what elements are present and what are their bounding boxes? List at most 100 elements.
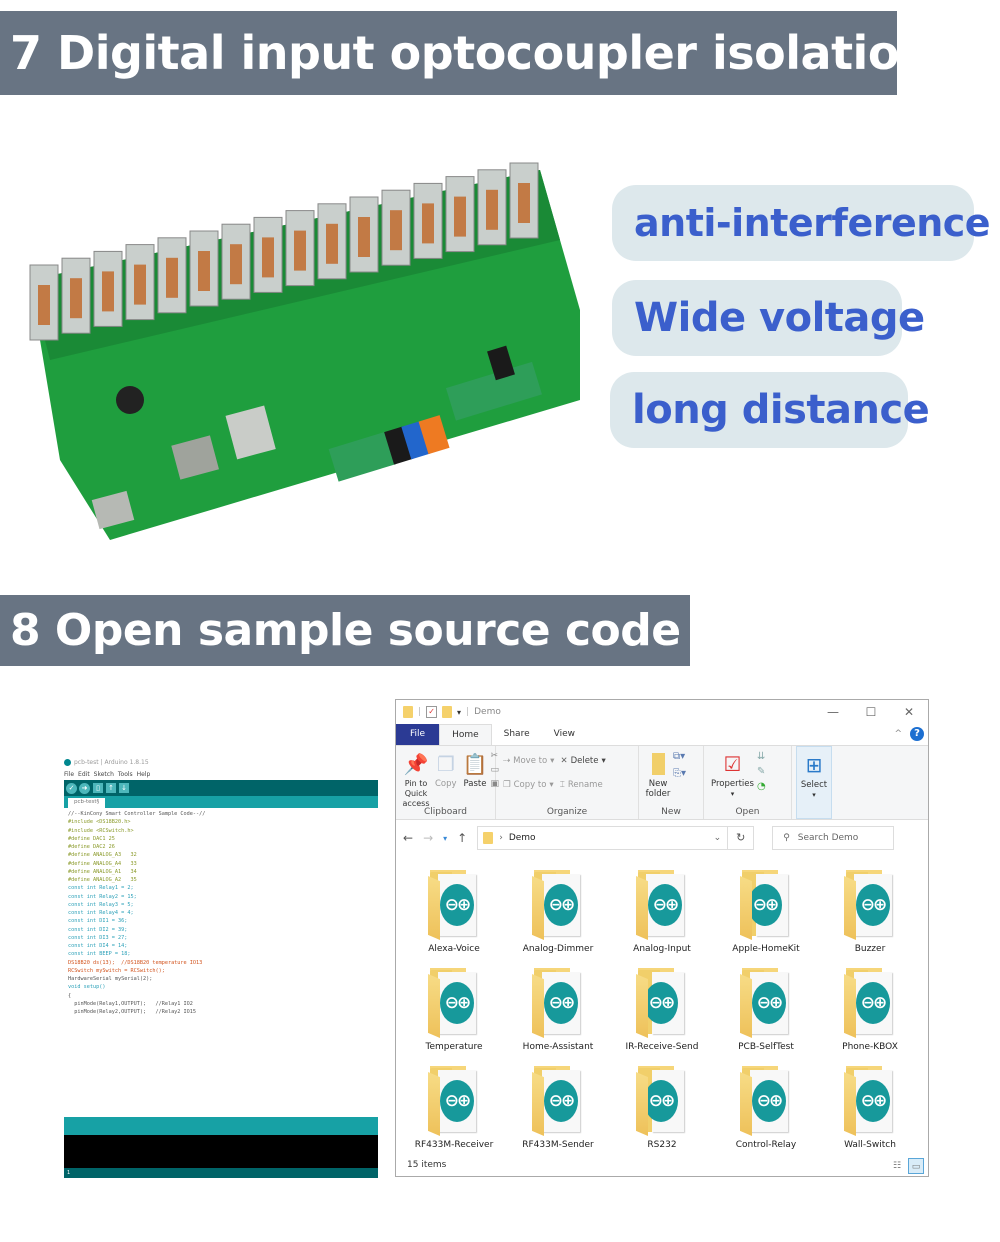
move-to-button[interactable]: ⇢Move to▾ <box>503 756 555 766</box>
arduino-folder-icon: ⊖⊕ <box>530 870 586 942</box>
ribbon: 📌 Pin to Quick access ❐ Copy 📋 Paste ✂ ▭… <box>396 745 928 820</box>
folder-item[interactable]: ⊖⊕Home-Assistant <box>506 964 610 1062</box>
properties-quick-icon[interactable]: ✓ <box>426 706 438 718</box>
forward-arrow-icon[interactable]: → <box>423 831 434 845</box>
history-icon[interactable]: ◔ <box>756 781 766 792</box>
new-folder-icon <box>651 749 665 779</box>
ide-menu-file[interactable]: File <box>64 770 75 778</box>
paste-shortcut-icon[interactable]: ▣ <box>490 779 499 789</box>
cut-icon[interactable]: ✂ <box>490 751 499 761</box>
properties-button[interactable]: ☑ Properties ▾ <box>708 749 757 819</box>
pin-to-quick-access-button[interactable]: 📌 Pin to Quick access <box>400 749 432 819</box>
code-line: #include <DS18B20.h> <box>68 819 131 826</box>
tab-view[interactable]: View <box>553 729 575 739</box>
open-icon[interactable]: ↑ <box>106 783 116 793</box>
delete-button[interactable]: ✕Delete▾ <box>560 756 606 766</box>
address-bar[interactable]: › Demo ⌄ ↻ <box>477 826 755 850</box>
arduino-folder-icon: ⊖⊕ <box>426 968 482 1040</box>
copy-to-icon: ❐ <box>503 780 511 790</box>
search-input[interactable]: ⚲ Search Demo <box>772 826 895 850</box>
copy-path-icon[interactable]: ▭ <box>490 765 499 775</box>
back-arrow-icon[interactable]: ← <box>403 831 414 845</box>
address-dropdown-icon[interactable]: ⌄ <box>713 833 722 843</box>
code-line: const int Relay3 = 5; <box>68 901 134 908</box>
maximize-button[interactable]: ☐ <box>865 705 877 719</box>
code-editor[interactable]: //--KinCony Smart Controller Sample Code… <box>64 808 378 1117</box>
paste-button[interactable]: 📋 Paste <box>460 749 491 819</box>
new-icon[interactable]: ▯ <box>93 783 103 793</box>
new-folder-button[interactable]: New folder <box>643 749 673 819</box>
folder-item[interactable]: ⊖⊕RF433M-Sender <box>506 1062 610 1160</box>
ide-menu-help[interactable]: Help <box>136 770 151 778</box>
details-view-icon[interactable]: ☷ <box>892 1161 902 1171</box>
folder-item[interactable]: ⊖⊕IR-Receive-Send <box>610 964 714 1062</box>
minimize-button[interactable]: — <box>827 705 839 719</box>
ribbon-group-open: ☑ Properties ▾ ⇊ ✎ ◔ Open <box>704 746 792 819</box>
properties-icon: ☑ <box>723 752 742 776</box>
arduino-folder-icon: ⊖⊕ <box>842 1066 898 1138</box>
folder-item[interactable]: ⊖⊕Apple-HomeKit <box>714 866 818 964</box>
folder-item[interactable]: ⊖⊕PCB-SelfTest <box>714 964 818 1062</box>
code-line: #define ANALOG_A3 32 <box>68 852 137 859</box>
large-icons-view-icon[interactable]: ▭ <box>908 1158 924 1174</box>
folder-item[interactable]: ⊖⊕Control-Relay <box>714 1062 818 1160</box>
upload-icon[interactable]: ➜ <box>79 782 90 794</box>
ide-tab-bar: pcb-test§ <box>64 796 378 808</box>
folder-item[interactable]: ⊖⊕Buzzer <box>818 866 922 964</box>
collapse-ribbon-icon[interactable]: ^ <box>894 729 902 739</box>
ide-window-title: pcb-test | Arduino 1.8.15 <box>74 759 149 766</box>
address-path: Demo <box>508 833 536 843</box>
new-folder-quick-icon[interactable] <box>442 706 453 718</box>
arduino-ide-window: pcb-test | Arduino 1.8.15 File Edit Sket… <box>64 757 378 1182</box>
close-button[interactable]: ✕ <box>903 705 915 719</box>
folder-icon <box>483 832 494 844</box>
easy-access-icon[interactable]: ⎘▾ <box>673 768 687 779</box>
paste-icon: 📋 <box>462 752 488 776</box>
recent-locations-icon[interactable]: ▾ <box>443 833 448 843</box>
save-icon[interactable]: ↓ <box>119 783 129 793</box>
open-icon[interactable]: ⇊ <box>756 751 766 762</box>
quick-access-dropdown-icon[interactable]: ▾ <box>457 707 462 717</box>
ide-menu-sketch[interactable]: Sketch <box>93 770 114 778</box>
rename-button[interactable]: ⌶Rename <box>559 780 603 790</box>
move-icon: ⇢ <box>503 756 511 766</box>
folder-item[interactable]: ⊖⊕Wall-Switch <box>818 1062 922 1160</box>
refresh-icon[interactable]: ↻ <box>727 827 753 849</box>
code-line: #define ANALOG_A2 35 <box>68 877 137 883</box>
folder-item[interactable]: ⊖⊕RS232 <box>610 1062 714 1160</box>
up-arrow-icon[interactable]: ↑ <box>457 831 468 845</box>
verify-icon[interactable]: ✓ <box>66 782 77 794</box>
new-item-icon[interactable]: ⧉▾ <box>673 751 686 762</box>
relay-coil <box>262 237 274 278</box>
ide-menu-edit[interactable]: Edit <box>78 770 90 778</box>
tab-home[interactable]: Home <box>439 724 492 745</box>
folder-item[interactable]: ⊖⊕Analog-Dimmer <box>506 866 610 964</box>
copy-icon: ❐ <box>436 752 455 776</box>
help-icon[interactable]: ? <box>910 727 924 741</box>
edit-icon[interactable]: ✎ <box>756 766 766 777</box>
ide-message-bar <box>64 1117 378 1135</box>
folder-item[interactable]: ⊖⊕Phone-KBOX <box>818 964 922 1062</box>
arduino-folder-icon: ⊖⊕ <box>426 870 482 942</box>
ribbon-group-clipboard: 📌 Pin to Quick access ❐ Copy 📋 Paste ✂ ▭… <box>396 746 499 819</box>
tab-share[interactable]: Share <box>503 729 530 739</box>
ide-menu-tools[interactable]: Tools <box>117 770 133 778</box>
select-button[interactable]: ⊞ Select ▾ <box>796 746 832 819</box>
copy-to-button[interactable]: ❐Copy to▾ <box>503 780 554 790</box>
folder-item[interactable]: ⊖⊕Alexa-Voice <box>402 866 506 964</box>
code-line: #define ANALOG_A1 34 <box>68 868 137 875</box>
ide-sketch-tab[interactable]: pcb-test§ <box>68 798 106 808</box>
folder-item[interactable]: ⊖⊕Temperature <box>402 964 506 1062</box>
folder-icon <box>403 706 413 718</box>
copy-button[interactable]: ❐ Copy <box>432 749 460 819</box>
folder-item[interactable]: ⊖⊕Analog-Input <box>610 866 714 964</box>
item-count: 15 items <box>407 1160 447 1170</box>
folder-label: PCB-SelfTest <box>738 1042 794 1052</box>
relay-coil <box>70 278 82 319</box>
open-group-label: Open <box>735 807 760 817</box>
tab-file[interactable]: File <box>396 724 440 745</box>
pin-icon: 📌 <box>403 752 429 776</box>
folder-item[interactable]: ⊖⊕RF433M-Receiver <box>402 1062 506 1160</box>
arduino-folder-icon: ⊖⊕ <box>842 870 898 942</box>
code-line: #include <RCSwitch.h> <box>68 827 134 834</box>
